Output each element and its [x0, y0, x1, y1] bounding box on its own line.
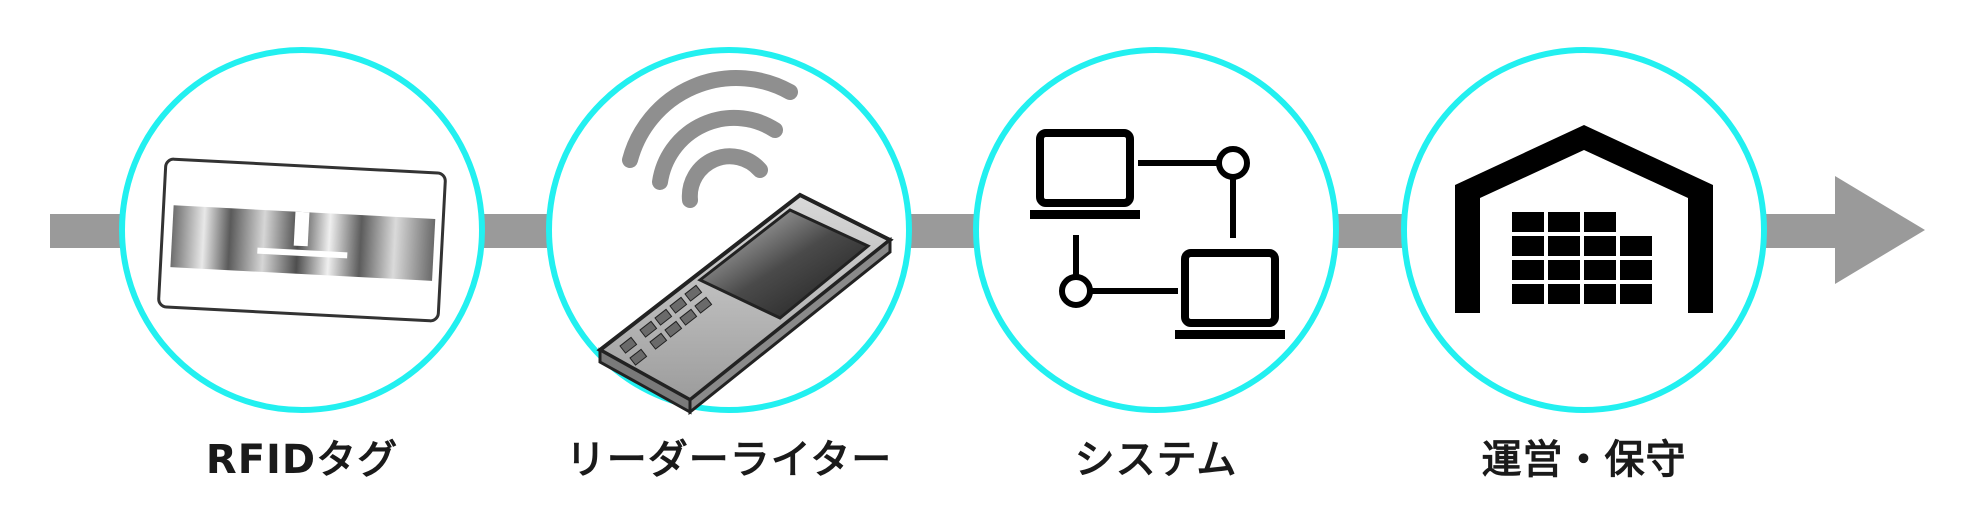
step-rfid-tag — [119, 47, 485, 413]
step-reader-writer — [546, 47, 912, 416]
step-system — [973, 47, 1339, 413]
step-label-system: システム — [1074, 437, 1238, 483]
network-computers-icon — [1030, 129, 1285, 339]
handheld-reader-icon — [596, 70, 894, 416]
step-label-reader-writer: リーダーライター — [565, 437, 893, 483]
step-operation-maintenance — [1401, 47, 1767, 413]
step-label-rfid-tag: RFIDタグ — [205, 437, 399, 483]
warehouse-icon — [1455, 125, 1713, 313]
rfid-tag-icon — [157, 157, 447, 323]
step-label-operation-maintenance: 運営・保守 — [1481, 437, 1687, 483]
